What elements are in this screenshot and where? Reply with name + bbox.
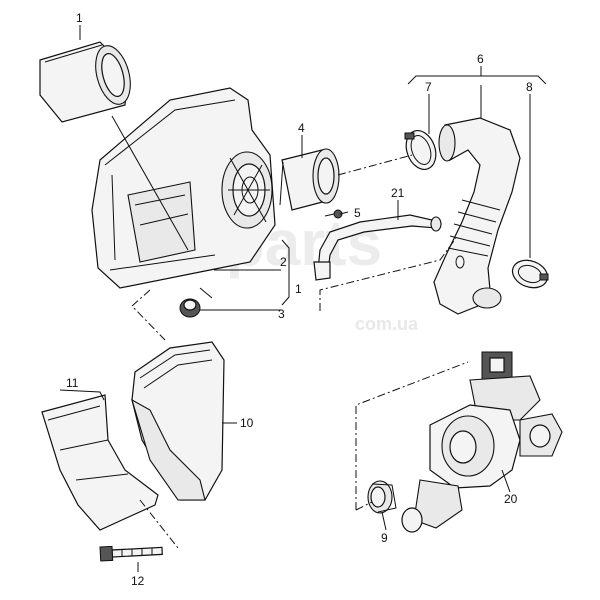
breather-hose — [313, 214, 442, 281]
assembly-lines — [131, 154, 469, 549]
callout-2-filter: 1 — [76, 11, 83, 25]
callout-4: 4 — [298, 121, 305, 135]
air-guide — [41, 394, 159, 531]
callout-11: 11 — [66, 376, 79, 390]
intake-hose — [433, 117, 521, 315]
callout-6: 6 — [477, 52, 484, 66]
callout-12: 12 — [131, 574, 145, 588]
callout-9: 9 — [381, 531, 388, 545]
air-intake-duct — [131, 341, 225, 501]
hose-clamp-7 — [404, 130, 437, 170]
callout-1: 1 — [295, 282, 302, 296]
airflow-sensor — [279, 148, 340, 211]
seal-ring-9 — [367, 480, 397, 514]
watermark-domain: com.ua — [355, 314, 419, 334]
hose-clamp-8 — [511, 259, 549, 289]
callout-10: 10 — [240, 416, 254, 430]
callout-7: 7 — [425, 80, 432, 94]
callout-3: 3 — [278, 307, 285, 321]
leader-lines — [59, 25, 547, 572]
turbocharger — [401, 351, 563, 533]
callout-8: 8 — [526, 80, 533, 94]
callout-21: 21 — [391, 186, 405, 200]
callout-20: 20 — [504, 492, 518, 506]
grommet-part — [179, 287, 213, 318]
air-filter-housing — [91, 87, 276, 289]
callout-2-group: 2 — [280, 255, 287, 269]
bolt-part-12 — [99, 545, 163, 562]
air-filter-element — [39, 41, 131, 123]
callout-5: 5 — [354, 206, 361, 220]
